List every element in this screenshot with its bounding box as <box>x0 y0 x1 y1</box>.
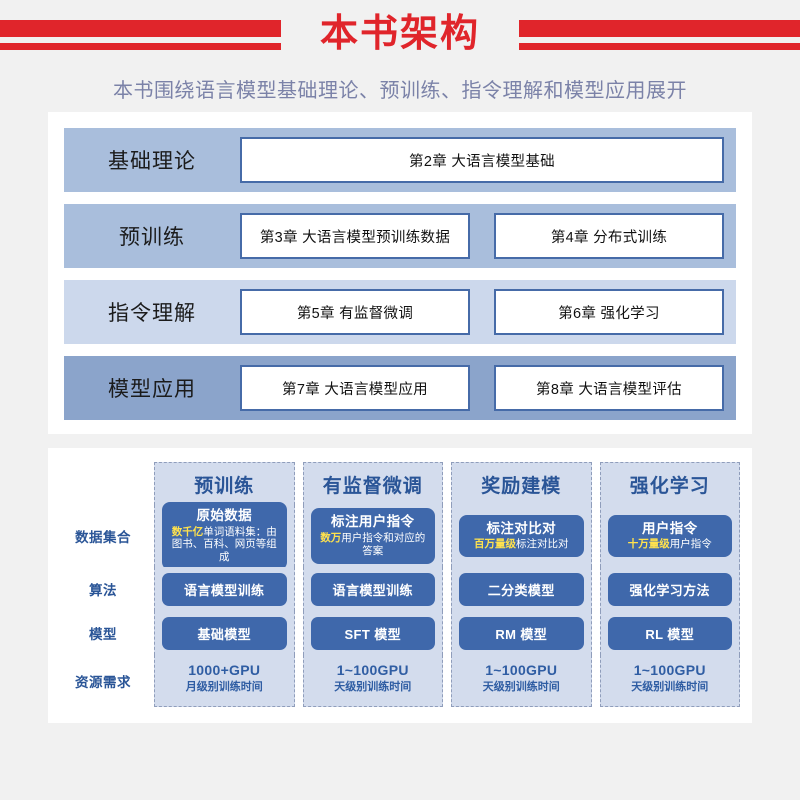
red-bar-thick-left <box>0 20 281 37</box>
resource-main: 1~100GPU <box>485 661 558 678</box>
pipeline-row-label-algorithm: 算法 <box>89 583 117 598</box>
model-chip[interactable]: 基础模型 <box>162 616 287 650</box>
model-chip[interactable]: RL 模型 <box>607 616 732 650</box>
page-title: 本书架构 <box>301 15 498 53</box>
dataset-chip-subtext: 用户指令和对应的答案 <box>341 531 426 557</box>
pipeline-cell-dataset-rl: 用户指令 十万量级用户指令 <box>599 505 740 567</box>
dataset-chip-subtext: 标注对比对 <box>516 538 569 551</box>
page-subtitle: 本书围绕语言模型基础理论、预训练、指令理解和模型应用展开 <box>113 80 687 102</box>
dataset-chip-highlight: 数千亿 <box>171 525 204 538</box>
resource-sub: 天级别训练时间 <box>334 681 412 694</box>
dataset-chip-highlight: 数万 <box>320 531 342 544</box>
structure-row-instruction: 指令理解 第5章 有监督微调 第6章 强化学习 <box>64 280 736 344</box>
pipeline-cell-model-sft: SFT 模型 <box>302 611 443 655</box>
dataset-chip-sub: 数万用户指令和对应的答案 <box>316 532 431 558</box>
dataset-chip-highlight: 百万量级 <box>474 538 516 551</box>
pipeline-row-label-dataset: 数据集合 <box>75 530 131 545</box>
dataset-chip-sub: 百万量级标注对比对 <box>464 538 579 551</box>
decorative-bars-left <box>0 20 281 50</box>
pipeline-cell-resource-rm: 1~100GPU 天级别训练时间 <box>451 655 592 707</box>
dataset-chip-subtext: 用户指令 <box>669 538 712 551</box>
red-bar-thick-right <box>519 20 800 37</box>
resource-main: 1000+GPU <box>188 661 261 678</box>
resource-value: 1~100GPU 天级别训练时间 <box>311 662 436 695</box>
dataset-chip-title: 标注用户指令 <box>331 514 415 530</box>
title-row: 本书架构 <box>0 0 800 68</box>
resource-main: 1~100GPU <box>633 661 706 678</box>
pipeline-cell-resource-sft: 1~100GPU 天级别训练时间 <box>302 655 443 707</box>
resource-sub: 天级别训练时间 <box>631 681 709 694</box>
pipeline-row-label-model: 模型 <box>89 627 117 642</box>
chapter-group: 第5章 有监督微调 第6章 强化学习 <box>240 289 728 335</box>
algorithm-chip[interactable]: 语言模型训练 <box>310 572 435 606</box>
decorative-bars-right <box>519 20 800 50</box>
structure-row-pretraining: 预训练 第3章 大语言模型预训练数据 第4章 分布式训练 <box>64 204 736 268</box>
resource-value: 1~100GPU 天级别训练时间 <box>608 662 733 695</box>
chapter-box[interactable]: 第3章 大语言模型预训练数据 <box>240 213 470 259</box>
pipeline-cell-algorithm-pretraining: 语言模型训练 <box>154 567 295 611</box>
chapter-box[interactable]: 第2章 大语言模型基础 <box>240 137 724 183</box>
structure-row-foundation: 基础理论 第2章 大语言模型基础 <box>64 128 736 192</box>
pipeline-cell-model-rl: RL 模型 <box>599 611 740 655</box>
dataset-chip[interactable]: 标注用户指令 数万用户指令和对应的答案 <box>310 508 435 564</box>
chapter-group: 第7章 大语言模型应用 第8章 大语言模型评估 <box>240 365 728 411</box>
algorithm-chip[interactable]: 语言模型训练 <box>162 572 287 606</box>
pipeline-cell-dataset-rm: 标注对比对 百万量级标注对比对 <box>451 505 592 567</box>
pipeline-grid: 预训练 有监督微调 奖励建模 强化学习 数据集合 原始数据 数千亿单词语料集：由… <box>60 462 740 707</box>
pipeline-column-header-rl[interactable]: 强化学习 <box>599 462 740 505</box>
pipeline-cell-algorithm-rl: 强化学习方法 <box>599 567 740 611</box>
chapter-box[interactable]: 第7章 大语言模型应用 <box>240 365 470 411</box>
chapter-box[interactable]: 第6章 强化学习 <box>494 289 724 335</box>
page-header: 本书架构 本书围绕语言模型基础理论、预训练、指令理解和模型应用展开 <box>0 0 800 112</box>
model-chip[interactable]: SFT 模型 <box>310 616 435 650</box>
structure-row-label: 基础理论 <box>108 150 196 173</box>
algorithm-chip[interactable]: 二分类模型 <box>459 572 584 606</box>
dataset-chip-subtext: 单词语料集：由图书、百科、网页等组成 <box>171 525 277 564</box>
pipeline-cell-algorithm-sft: 语言模型训练 <box>302 567 443 611</box>
pipeline-cell-resource-pretraining: 1000+GPU 月级别训练时间 <box>154 655 295 707</box>
structure-row-application: 模型应用 第7章 大语言模型应用 第8章 大语言模型评估 <box>64 356 736 420</box>
pipeline-row-label-resource: 资源需求 <box>75 675 131 690</box>
pipeline-column-header-pretraining[interactable]: 预训练 <box>154 462 295 505</box>
dataset-chip[interactable]: 原始数据 数千亿单词语料集：由图书、百科、网页等组成 <box>162 502 287 570</box>
chapter-group: 第2章 大语言模型基础 <box>240 137 728 183</box>
resource-sub: 月级别训练时间 <box>185 681 263 694</box>
pipeline-cell-model-pretraining: 基础模型 <box>154 611 295 655</box>
dataset-chip[interactable]: 用户指令 十万量级用户指令 <box>607 514 732 558</box>
pipeline-column-header-rm[interactable]: 奖励建模 <box>451 462 592 505</box>
structure-row-label: 预训练 <box>119 226 185 249</box>
chapter-box[interactable]: 第5章 有监督微调 <box>240 289 470 335</box>
pipeline-column-header-sft[interactable]: 有监督微调 <box>302 462 443 505</box>
dataset-chip-title: 标注对比对 <box>486 520 556 536</box>
dataset-chip-sub: 十万量级用户指令 <box>613 538 728 551</box>
book-structure-card: 基础理论 第2章 大语言模型基础 预训练 第3章 大语言模型预训练数据 第4章 … <box>48 112 752 434</box>
structure-row-label: 指令理解 <box>108 302 196 325</box>
resource-sub: 天级别训练时间 <box>482 681 560 694</box>
dataset-chip-highlight: 十万量级 <box>627 538 670 551</box>
pipeline-cell-resource-rl: 1~100GPU 天级别训练时间 <box>599 655 740 707</box>
pipeline-cell-dataset-pretraining: 原始数据 数千亿单词语料集：由图书、百科、网页等组成 <box>154 502 295 570</box>
structure-row-label: 模型应用 <box>108 378 196 401</box>
dataset-chip-sub: 数千亿单词语料集：由图书、百科、网页等组成 <box>167 526 282 564</box>
pipeline-cell-algorithm-rm: 二分类模型 <box>451 567 592 611</box>
pipeline-corner-spacer <box>60 462 146 505</box>
chapter-box[interactable]: 第4章 分布式训练 <box>494 213 724 259</box>
dataset-chip-title: 原始数据 <box>196 508 253 524</box>
training-pipeline-card: 预训练 有监督微调 奖励建模 强化学习 数据集合 原始数据 数千亿单词语料集：由… <box>48 448 752 723</box>
pipeline-cell-model-rm: RM 模型 <box>451 611 592 655</box>
red-bar-thin-left <box>0 43 281 50</box>
red-bar-thin-right <box>519 43 800 50</box>
chapter-box[interactable]: 第8章 大语言模型评估 <box>494 365 724 411</box>
algorithm-chip[interactable]: 强化学习方法 <box>607 572 732 606</box>
resource-value: 1000+GPU 月级别训练时间 <box>162 662 287 695</box>
dataset-chip[interactable]: 标注对比对 百万量级标注对比对 <box>459 514 584 558</box>
dataset-chip-title: 用户指令 <box>641 520 698 536</box>
chapter-group: 第3章 大语言模型预训练数据 第4章 分布式训练 <box>240 213 728 259</box>
resource-main: 1~100GPU <box>336 661 409 678</box>
resource-value: 1~100GPU 天级别训练时间 <box>459 662 584 695</box>
model-chip[interactable]: RM 模型 <box>459 616 584 650</box>
pipeline-cell-dataset-sft: 标注用户指令 数万用户指令和对应的答案 <box>302 505 443 567</box>
